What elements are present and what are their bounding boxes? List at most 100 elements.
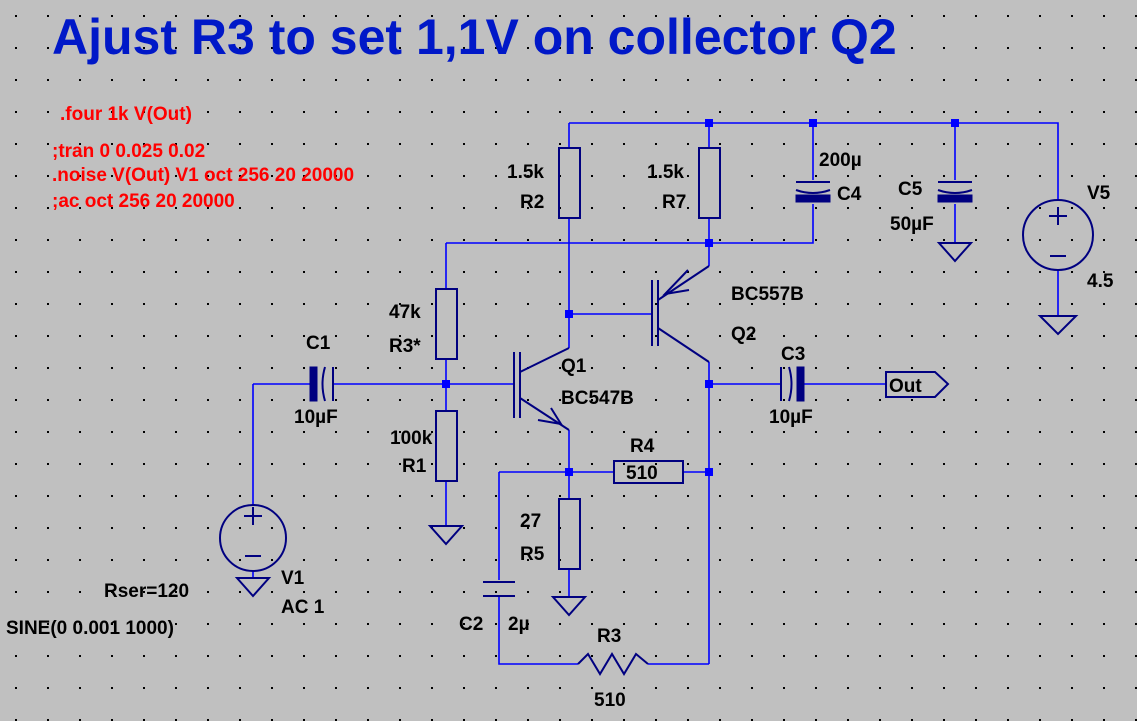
v1-series-resistance: Rser=120 [104, 581, 189, 602]
c3-polarity-curve [788, 366, 793, 402]
r3star-value: 47k [389, 302, 421, 323]
output-port-flag[interactable] [885, 371, 950, 398]
c4-name: C4 [837, 184, 862, 205]
transistor-q1[interactable]: Q1 BC547B [513, 347, 634, 431]
page-title: Ajust R3 to set 1,1V on collector Q2 [52, 9, 897, 65]
r3star-body[interactable] [435, 288, 458, 360]
wire-supply-rail[interactable] [569, 122, 1059, 200]
directive-ac[interactable]: ;ac oct 256 20 20000 [52, 191, 235, 212]
transistor-q2[interactable]: BC557B Q2 [651, 265, 804, 363]
junction [442, 380, 450, 388]
c2-name: C2 [459, 614, 483, 635]
c1-name: C1 [306, 333, 331, 354]
capacitor-c5[interactable]: C5 50µF [890, 179, 973, 235]
r5-name: R5 [520, 544, 545, 565]
v5-value: 4.5 [1087, 271, 1114, 292]
c3-value: 10µF [769, 407, 813, 428]
c3-name: C3 [781, 344, 805, 365]
r2-name: R2 [520, 192, 544, 213]
junction [705, 380, 713, 388]
q1-collector-lead [519, 347, 570, 373]
junction [565, 468, 573, 476]
junction [705, 119, 713, 127]
q2-model: BC557B [731, 284, 804, 305]
r4-value: 510 [626, 463, 658, 484]
resistor-r4[interactable]: 510 R4 [613, 436, 684, 484]
capacitor-c3[interactable]: C3 10µF [769, 344, 813, 428]
voltage-source-v1[interactable]: V1 AC 1 Rser=120 SINE(0 0.001 1000) [6, 504, 325, 639]
resistor-r1[interactable]: 100k R1 [390, 410, 458, 482]
capacitor-c1[interactable]: C1 10µF [294, 333, 338, 428]
c1-value: 10µF [294, 407, 338, 428]
ground-icon [427, 525, 465, 546]
junction [951, 119, 959, 127]
r1-body[interactable] [435, 410, 458, 482]
c2-value: 2µ [508, 614, 530, 635]
ground-icon [936, 242, 974, 263]
c4-plate-bottom[interactable] [795, 194, 831, 203]
r3-name: R3 [597, 626, 621, 647]
q1-model: BC547B [561, 388, 634, 409]
junction [705, 468, 713, 476]
q2-collector-lead [657, 327, 710, 363]
capacitor-c2[interactable]: C2 2µ [459, 581, 530, 635]
q1-name: Q1 [561, 356, 587, 377]
resistor-r2[interactable]: 1.5k R2 [507, 147, 581, 219]
directive-noise[interactable]: .noise V(Out) V1 oct 256 20 20000 [52, 165, 354, 186]
junction [705, 239, 713, 247]
ground-icon [234, 577, 272, 598]
r1-value: 100k [390, 428, 433, 449]
v5-name: V5 [1087, 183, 1111, 204]
output-port-label: Out [889, 376, 922, 397]
directive-tran[interactable]: ;tran 0 0.025 0.02 [52, 141, 205, 162]
r5-body[interactable] [558, 498, 581, 570]
v1-body[interactable] [219, 504, 287, 572]
wire-c2-r3[interactable] [498, 597, 578, 665]
r4-body[interactable] [613, 460, 684, 484]
directives: .four 1k V(Out) ;tran 0 0.025 0.02 .nois… [52, 104, 354, 212]
c4-polarity-curve [795, 189, 831, 194]
resistor-r3[interactable]: R3 510 [577, 626, 649, 711]
r3-body[interactable] [577, 652, 649, 676]
r7-body[interactable] [698, 147, 721, 219]
wires [252, 122, 1059, 665]
resistor-r7[interactable]: 1.5k R7 [647, 147, 721, 219]
capacitor-c4[interactable]: 200µ C4 [795, 150, 862, 205]
v1-value: AC 1 [281, 597, 325, 618]
q1-emitter-arrow [537, 407, 564, 426]
r1-name: R1 [402, 456, 427, 477]
c4-value: 200µ [819, 150, 862, 171]
junction [565, 310, 573, 318]
voltage-source-v5[interactable]: V5 4.5 [1022, 183, 1114, 292]
c5-name: C5 [898, 179, 923, 200]
junction [809, 119, 817, 127]
r3-value: 510 [594, 690, 626, 711]
r3star-name: R3* [389, 336, 421, 357]
resistor-r3star[interactable]: 47k R3* [389, 288, 458, 360]
junctions [442, 119, 959, 476]
q2-emitter-arrow [662, 269, 690, 296]
r7-value: 1.5k [647, 162, 684, 183]
c5-value: 50µF [890, 214, 934, 235]
v5-body[interactable] [1022, 199, 1094, 271]
c5-plate-bottom[interactable] [937, 194, 973, 203]
ground-icon [550, 596, 588, 617]
r5-value: 27 [520, 511, 541, 532]
r2-body[interactable] [558, 147, 581, 219]
q2-name: Q2 [731, 324, 756, 345]
directive-four[interactable]: .four 1k V(Out) [60, 104, 192, 125]
c5-polarity-curve [937, 189, 973, 194]
r4-name: R4 [630, 436, 655, 457]
r2-value: 1.5k [507, 162, 544, 183]
c3-plate-right[interactable] [796, 366, 805, 402]
v1-name: V1 [281, 568, 305, 589]
c1-polarity-curve [321, 366, 326, 402]
resistor-r5[interactable]: 27 R5 [520, 498, 581, 570]
r7-name: R7 [662, 192, 686, 213]
v1-source-spec: SINE(0 0.001 1000) [6, 618, 174, 639]
c1-plate-left[interactable] [309, 366, 318, 402]
ground-icon [1037, 315, 1079, 336]
output-port[interactable]: Out [885, 371, 950, 398]
